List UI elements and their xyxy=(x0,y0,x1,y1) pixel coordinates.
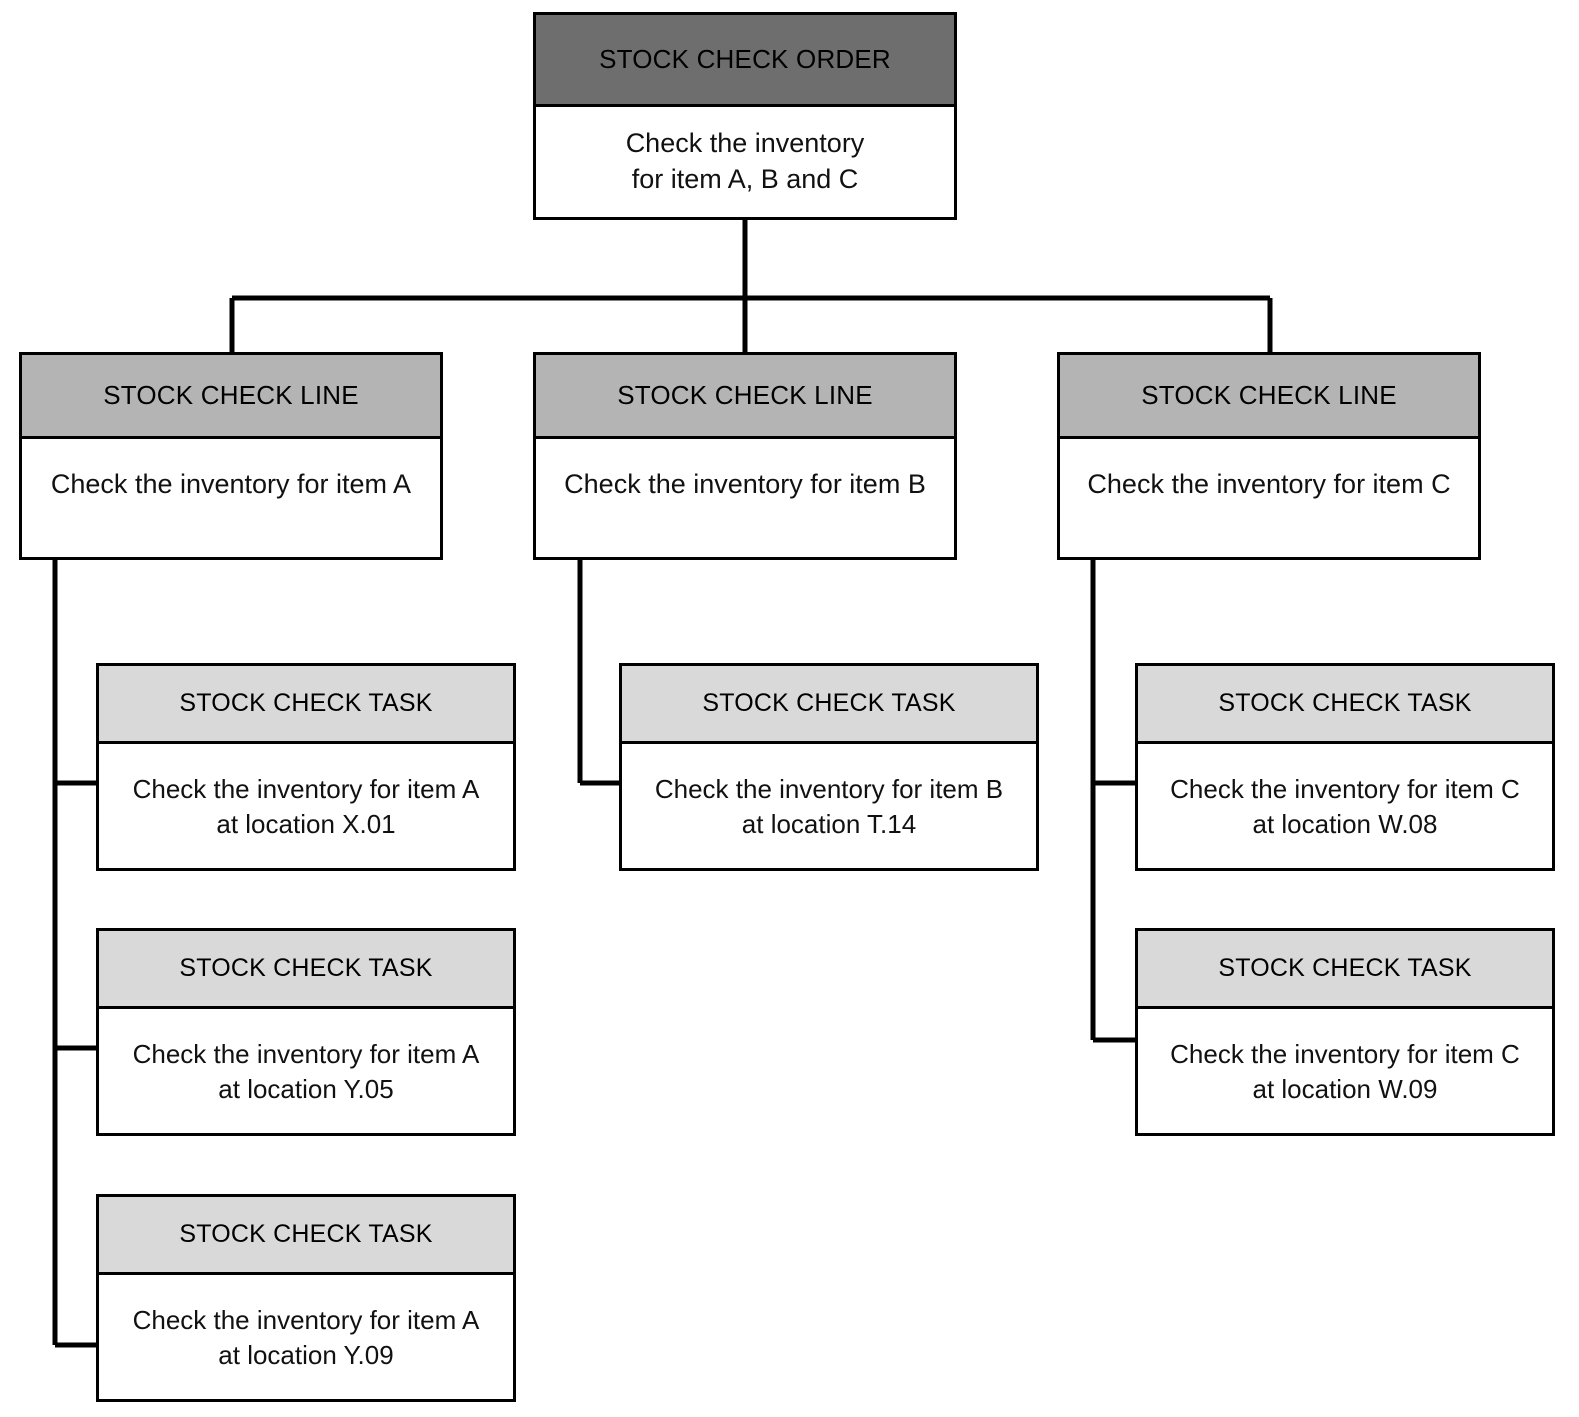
node-body-text: Check the inventory for item B at locati… xyxy=(654,774,1004,839)
node-header-label: STOCK CHECK LINE xyxy=(103,380,359,410)
node-stock-check-line-a[interactable]: STOCK CHECK LINE Check the inventory for… xyxy=(19,352,443,560)
node-stock-check-task-a-y09[interactable]: STOCK CHECK TASK Check the inventory for… xyxy=(96,1194,516,1402)
node-stock-check-line-b[interactable]: STOCK CHECK LINE Check the inventory for… xyxy=(533,352,957,560)
node-body-stock-check-task-a-x01: Check the inventory for item A at locati… xyxy=(99,744,513,868)
node-stock-check-task-a-y05[interactable]: STOCK CHECK TASK Check the inventory for… xyxy=(96,928,516,1136)
node-body-text: Check the inventory for item C at locati… xyxy=(1170,774,1520,839)
node-body-stock-check-task-b-t14: Check the inventory for item B at locati… xyxy=(622,744,1036,868)
node-body-stock-check-line-a: Check the inventory for item A xyxy=(22,439,440,557)
node-body-stock-check-task-a-y05: Check the inventory for item A at locati… xyxy=(99,1009,513,1133)
node-body-text: Check the inventory for item A at locati… xyxy=(132,1039,480,1104)
node-stock-check-order[interactable]: STOCK CHECK ORDER Check the inventory fo… xyxy=(533,12,957,220)
node-body-text: Check the inventory for item A at locati… xyxy=(132,774,480,839)
node-header-stock-check-task-b-t14: STOCK CHECK TASK xyxy=(622,666,1036,744)
node-body-text: Check the inventory for item A xyxy=(50,469,412,499)
node-header-label: STOCK CHECK LINE xyxy=(1141,380,1397,410)
node-body-stock-check-task-c-w08: Check the inventory for item C at locati… xyxy=(1138,744,1552,868)
node-header-stock-check-order: STOCK CHECK ORDER xyxy=(536,15,954,107)
node-header-label: STOCK CHECK TASK xyxy=(179,954,433,982)
node-body-stock-check-task-a-y09: Check the inventory for item A at locati… xyxy=(99,1275,513,1399)
node-body-stock-check-line-b: Check the inventory for item B xyxy=(536,439,954,557)
node-body-text: Check the inventory for item C xyxy=(1087,469,1451,499)
node-body-stock-check-order: Check the inventory for item A, B and C xyxy=(536,107,954,217)
node-header-stock-check-task-c-w08: STOCK CHECK TASK xyxy=(1138,666,1552,744)
node-stock-check-line-c[interactable]: STOCK CHECK LINE Check the inventory for… xyxy=(1057,352,1481,560)
node-body-text: Check the inventory for item B xyxy=(564,469,926,499)
node-header-stock-check-task-a-x01: STOCK CHECK TASK xyxy=(99,666,513,744)
node-header-label: STOCK CHECK TASK xyxy=(1218,689,1472,717)
node-body-text: Check the inventory for item C at locati… xyxy=(1170,1039,1520,1104)
node-header-stock-check-task-a-y05: STOCK CHECK TASK xyxy=(99,931,513,1009)
node-header-stock-check-task-c-w09: STOCK CHECK TASK xyxy=(1138,931,1552,1009)
node-header-stock-check-line-a: STOCK CHECK LINE xyxy=(22,355,440,439)
node-body-text: Check the inventory for item A, B and C xyxy=(625,128,865,195)
node-stock-check-task-c-w08[interactable]: STOCK CHECK TASK Check the inventory for… xyxy=(1135,663,1555,871)
node-header-stock-check-line-c: STOCK CHECK LINE xyxy=(1060,355,1478,439)
node-header-label: STOCK CHECK ORDER xyxy=(599,44,891,74)
node-header-label: STOCK CHECK TASK xyxy=(179,1220,433,1248)
node-stock-check-task-c-w09[interactable]: STOCK CHECK TASK Check the inventory for… xyxy=(1135,928,1555,1136)
node-header-label: STOCK CHECK TASK xyxy=(702,689,956,717)
node-body-stock-check-line-c: Check the inventory for item C xyxy=(1060,439,1478,557)
node-stock-check-task-a-x01[interactable]: STOCK CHECK TASK Check the inventory for… xyxy=(96,663,516,871)
node-header-stock-check-task-a-y09: STOCK CHECK TASK xyxy=(99,1197,513,1275)
node-header-stock-check-line-b: STOCK CHECK LINE xyxy=(536,355,954,439)
node-body-stock-check-task-c-w09: Check the inventory for item C at locati… xyxy=(1138,1009,1552,1133)
node-header-label: STOCK CHECK TASK xyxy=(179,689,433,717)
node-header-label: STOCK CHECK LINE xyxy=(617,380,873,410)
node-body-text: Check the inventory for item A at locati… xyxy=(132,1305,480,1370)
node-stock-check-task-b-t14[interactable]: STOCK CHECK TASK Check the inventory for… xyxy=(619,663,1039,871)
node-header-label: STOCK CHECK TASK xyxy=(1218,954,1472,982)
